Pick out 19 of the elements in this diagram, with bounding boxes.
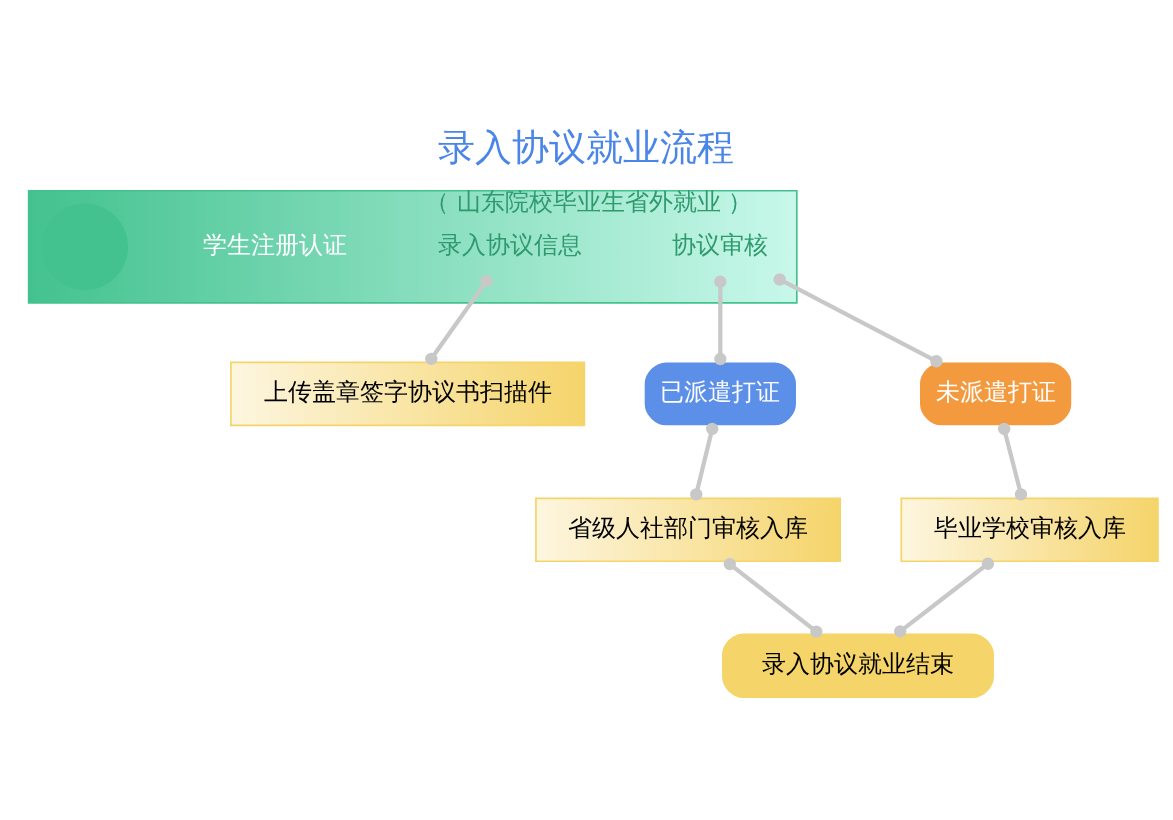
node-box: 上传盖章签字协议书扫描件 — [230, 361, 586, 427]
diagram-title: 录入协议就业流程 — [438, 124, 735, 169]
node-box: 省级人社部门审核入库 — [535, 497, 841, 563]
node-text: 录入协议信息 — [437, 231, 582, 260]
node-text: 协议审核 — [672, 231, 769, 260]
connector — [723, 557, 823, 638]
node-box: 录入协议就业结束 — [722, 633, 994, 699]
connector — [894, 557, 995, 638]
node-box: 未派遣打证 — [920, 362, 1072, 426]
connector — [998, 422, 1028, 501]
node-label: （ 山东院校毕业生省外就业 ） — [425, 187, 753, 216]
cluster — [27, 189, 798, 304]
connector — [773, 273, 943, 368]
connector — [714, 275, 727, 366]
node-text: 学生注册认证 — [203, 231, 348, 260]
connector — [425, 274, 493, 366]
node-box: 毕业学校审核入库 — [900, 497, 1159, 563]
connector — [690, 422, 719, 501]
node-box: 已派遣打证 — [644, 362, 796, 426]
